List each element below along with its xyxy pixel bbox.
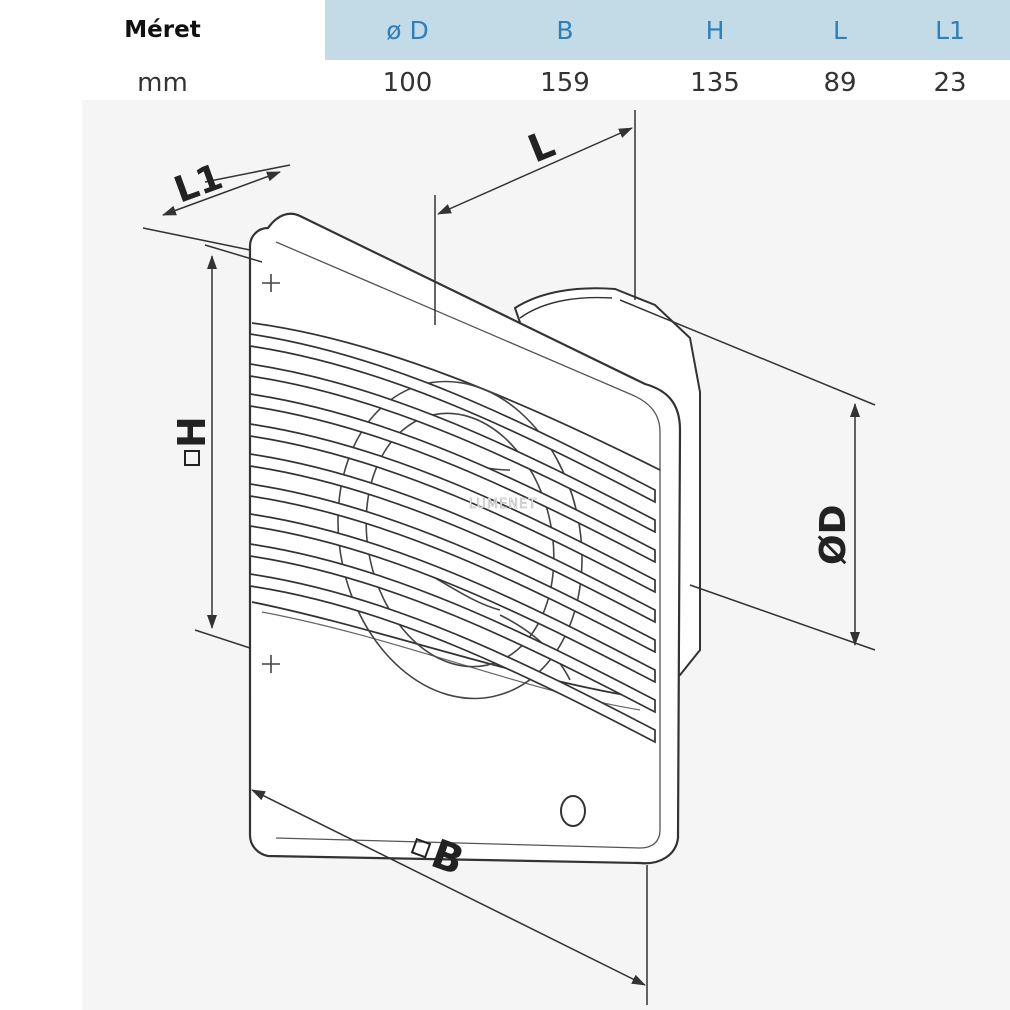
column-header-h: H — [640, 0, 790, 60]
table-header-row: Méret ø D B H L L1 — [0, 0, 1010, 60]
dimension-h — [194, 244, 263, 649]
dimension-table: Méret ø D B H L L1 mm 100 159 135 89 23 — [0, 0, 1010, 106]
column-header-d: ø D — [325, 0, 490, 60]
label-h: H — [170, 416, 214, 466]
dimension-b — [249, 700, 648, 1005]
label-d: ØD — [813, 505, 854, 566]
column-header-b: B — [490, 0, 640, 60]
table-row: mm 100 159 135 89 23 — [0, 60, 1010, 106]
label-h-text: H — [170, 416, 214, 448]
value-d: 100 — [382, 68, 433, 98]
value-l: 89 — [823, 68, 857, 98]
front-plate-inner-edge — [275, 241, 661, 849]
drawing-margin — [0, 100, 82, 1010]
value-b: 159 — [540, 68, 590, 98]
dimension-d — [619, 299, 876, 651]
column-header-l: L — [790, 0, 890, 60]
value-h: 135 — [690, 68, 740, 98]
row-label-header: Méret — [0, 0, 325, 60]
value-l1: 23 — [933, 68, 967, 98]
screw-mark-top — [262, 274, 280, 292]
label-l1: L1 — [169, 157, 228, 212]
watermark: LUMENET — [469, 497, 537, 512]
unit-cell: mm — [137, 68, 188, 98]
label-l: L — [522, 121, 561, 171]
dimension-l1 — [142, 164, 291, 251]
louvres — [249, 333, 656, 744]
dimension-l — [434, 110, 636, 325]
column-header-l1: L1 — [890, 0, 1010, 60]
screw-mark-bottom — [262, 655, 280, 673]
